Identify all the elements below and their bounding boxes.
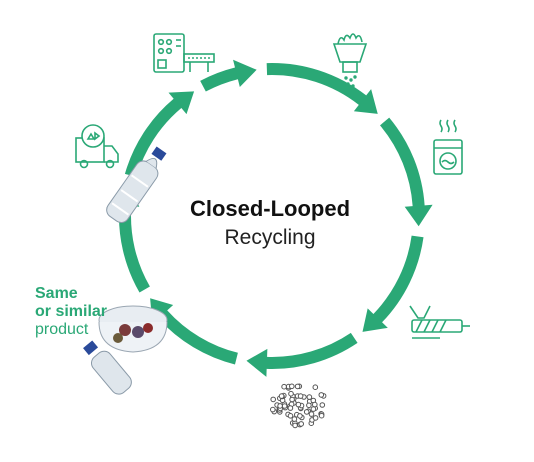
pellet <box>318 392 325 398</box>
pellet <box>270 396 277 403</box>
pellet <box>278 393 285 399</box>
pellet <box>281 403 288 409</box>
pellet <box>297 413 303 419</box>
shredder-icon <box>332 33 368 88</box>
pellet <box>298 421 305 427</box>
cycle-ring <box>111 59 433 377</box>
pellet <box>288 390 294 397</box>
pellet <box>312 415 319 421</box>
pellet <box>319 402 326 408</box>
result-label-line1: Same <box>35 285 78 302</box>
pellet <box>270 406 276 413</box>
pellet <box>294 383 301 390</box>
plastic-container-icon <box>83 305 168 395</box>
pellet <box>318 412 325 419</box>
washing-machine-icon <box>433 119 463 175</box>
cycle-arrow-segment <box>266 63 378 114</box>
diagram-title: Closed-Looped <box>189 196 351 221</box>
pellet <box>312 401 318 408</box>
cycle-arrow-segment <box>200 59 257 92</box>
pellet <box>277 403 283 409</box>
pellet <box>287 413 294 419</box>
cycle-arrow-segment <box>150 298 238 365</box>
pellet <box>289 396 295 403</box>
production-line-icon <box>153 33 215 73</box>
cycle-arrow-segment <box>124 91 195 178</box>
pellet <box>289 383 295 390</box>
pellet <box>281 383 287 390</box>
cycle-arrow-segment <box>362 235 424 332</box>
extruder-icon <box>409 305 470 339</box>
pellet <box>303 409 310 415</box>
pellet <box>287 405 294 411</box>
pellets-icon <box>270 383 327 429</box>
cycle-arrow-segment <box>380 117 433 227</box>
cycle-arrow-segment <box>246 332 358 377</box>
pellet <box>291 416 298 422</box>
diagram-subtitle: Recycling <box>224 226 316 249</box>
plastic-bottle-icon <box>106 146 167 223</box>
result-label-line2: or similar <box>35 303 108 320</box>
pellet <box>312 384 319 391</box>
result-label: Same or similar product <box>35 285 107 339</box>
pellet <box>310 406 317 412</box>
result-label-line3: product <box>35 321 89 338</box>
pellet <box>297 393 304 399</box>
pellet <box>292 422 298 429</box>
pellet <box>306 394 313 400</box>
pellet <box>306 402 312 409</box>
pellet <box>295 401 302 408</box>
recycling-truck-icon <box>75 124 119 169</box>
pellet <box>308 411 315 417</box>
